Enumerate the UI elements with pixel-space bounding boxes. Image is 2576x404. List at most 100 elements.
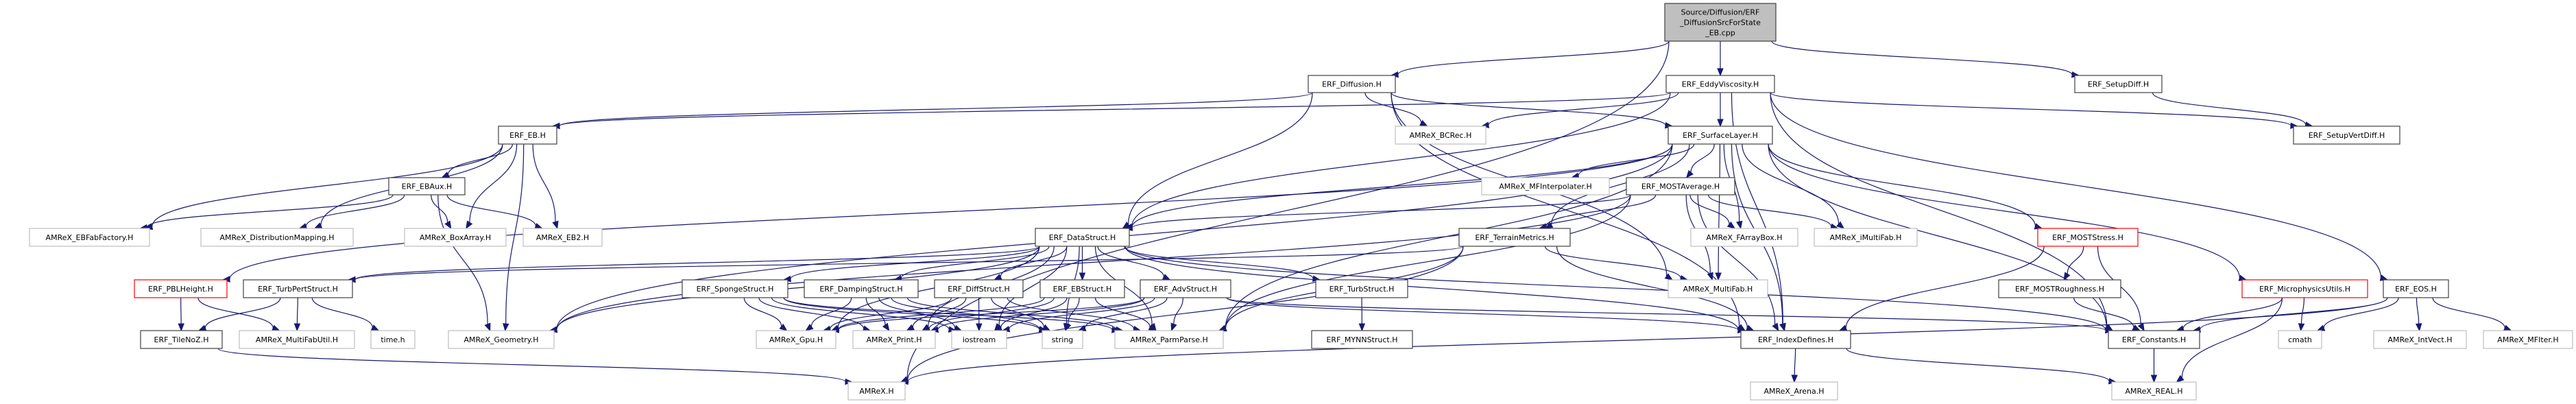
node-box: [2278, 330, 2322, 349]
arrowhead-icon: [1358, 323, 1366, 332]
node-erf-spongestruct-h[interactable]: ERF_SpongeStruct.H: [682, 279, 789, 298]
edge-line: [556, 194, 1631, 330]
edge-erf-setupdiff-h-to-erf-setupvertdiff-h: [2152, 92, 2313, 128]
edge-line: [505, 143, 525, 324]
edge-line: [937, 297, 1145, 330]
node-erf-surfacelayer-h[interactable]: ERF_SurfaceLayer.H: [1668, 126, 1773, 145]
node-box: [1035, 228, 1130, 247]
edge-erf-eddyviscosity-h-to-erf-surfacelayer-h: [1717, 92, 1724, 128]
edge-erf-terrainmetrics-h-to-erf-turbpertstruct-h: [347, 246, 1464, 283]
arrowhead-icon: [1544, 222, 1554, 229]
edge-line: [2323, 297, 2399, 329]
node-box: [852, 330, 936, 349]
node-erf-diffusion-h[interactable]: ERF_Diffusion.H: [1308, 75, 1396, 93]
node-erf-constants-h[interactable]: ERF_Constants.H: [2108, 330, 2200, 349]
node-amrex-boxarray-h: AMReX_BoxArray.H: [404, 228, 507, 247]
node-label: AMReX_MFIter.H: [2497, 335, 2558, 344]
node-erf-moststress-h[interactable]: ERF_MOSTStress.H: [2037, 228, 2139, 247]
edge-line: [559, 92, 1671, 127]
arrowhead-icon: [1736, 220, 1743, 230]
node-box: [1395, 126, 1486, 145]
edge-erf-eddyviscosity-h-to-erf-eb-h: [551, 92, 1671, 130]
node-amrex-mfiter-h: AMReX_MFIter.H: [2483, 330, 2573, 349]
edge-line: [906, 40, 1670, 379]
node-erf-diffstruct-h[interactable]: ERF_DiffStruct.H: [934, 279, 1024, 298]
edge-line: [1707, 194, 1832, 227]
edge-line: [1084, 297, 1168, 329]
node-erf-pblheight-h[interactable]: ERF_PBLHeight.H: [134, 279, 228, 298]
node-box: [756, 330, 836, 349]
node-box: [448, 330, 555, 349]
node-erf-setupdiff-h[interactable]: ERF_SetupDiff.H: [2074, 75, 2163, 93]
node-label: ERF_DiffStruct.H: [948, 285, 1009, 294]
node-erf-eos-h[interactable]: ERF_EOS.H: [2383, 279, 2449, 298]
node-amrex-imultifab-h: AMReX_iMultiFab.H: [1814, 228, 1918, 247]
node-amrex-geometry-h: AMReX_Geometry.H: [448, 330, 555, 349]
edge-line: [2073, 297, 2134, 328]
node-iostream: iostream: [951, 330, 1007, 349]
arrowhead-icon: [444, 220, 452, 230]
edge-line: [830, 297, 952, 329]
node-erf-datastruct-h[interactable]: ERF_DataStruct.H: [1035, 228, 1130, 247]
node-label: ERF_AdvStruct.H: [1154, 285, 1217, 294]
node-box: [1740, 330, 1851, 349]
edge-line: [311, 297, 373, 328]
node-erf-turbstruct-h[interactable]: ERF_TurbStruct.H: [1315, 279, 1408, 298]
node-label: ERF_EOS.H: [2395, 285, 2437, 294]
node-erf-eddyviscosity-h[interactable]: ERF_EddyViscosity.H: [1665, 75, 1775, 93]
arrowhead-icon: [2298, 323, 2305, 332]
node-erf-indexdefines-h[interactable]: ERF_IndexDefines.H: [1740, 330, 1851, 349]
node-erf-microphysicsutils-h[interactable]: ERF_MicrophysicsUtils.H: [2241, 279, 2368, 298]
edge-line: [1768, 143, 2036, 227]
edge-erf-eb-h-to-amrex-geometry-h: [503, 143, 525, 332]
edge-line: [783, 297, 1040, 331]
node-erf-mostroughness-h[interactable]: ERF_MOSTRoughness.H: [1998, 279, 2121, 298]
edge-erf-microphysicsutils-h-to-erf-constants-h: [2176, 297, 2283, 332]
node-label: _DiffusionSrcForState: [1679, 19, 1761, 27]
node-erf-ebaux-h[interactable]: ERF_EBAux.H: [388, 177, 466, 195]
node-box: [522, 228, 603, 247]
node-box: [2383, 279, 2449, 298]
node-cmath: cmath: [2278, 330, 2322, 349]
node-erf-dampingstruct-h[interactable]: ERF_DampingStruct.H: [804, 279, 919, 298]
node-box: [243, 279, 353, 298]
edge-line: [907, 297, 2388, 382]
node-erf-ebstruct-h[interactable]: ERF_EBStruct.H: [1039, 279, 1125, 298]
node-erf-setupvertdiff-h[interactable]: ERF_SetupVertDiff.H: [2293, 126, 2400, 145]
node-box: [1458, 228, 1571, 247]
arrowhead-icon: [953, 324, 963, 331]
arrowhead-icon: [906, 324, 915, 331]
node-erf-advstruct-h[interactable]: ERF_AdvStruct.H: [1140, 279, 1231, 298]
node-label: ERF_MOSTRoughness.H: [2015, 285, 2104, 294]
edge-erf-mostaverage-h-to-amrex-farraybox-h: [1689, 194, 1736, 229]
node-erf-mynnstruct-h[interactable]: ERF_MYNNStruct.H: [1311, 330, 1413, 349]
edge-line: [229, 143, 1673, 280]
arrowhead-icon: [534, 223, 544, 229]
node-amrex-multifabutil-h: AMReX_MultiFabUtil.H: [239, 330, 355, 349]
edge-erf-surfacelayer-h-to-erf-pblheight-h: [221, 143, 1673, 283]
edge-erf-mostaverage-h-to-erf-indexdefines-h: [1697, 194, 1779, 332]
arrowhead-icon: [197, 324, 207, 331]
arrowhead-icon: [178, 323, 184, 332]
arrowhead-icon: [1717, 68, 1724, 77]
edge-line: [2182, 297, 2283, 329]
node-erf-terrainmetrics-h[interactable]: ERF_TerrainMetrics.H: [1458, 228, 1571, 247]
node-amrex-ebfabfactory-h: AMReX_EBFabFactory.H: [29, 228, 150, 247]
node-box: [404, 228, 507, 247]
node-label: ERF_SpongeStruct.H: [697, 285, 774, 294]
edge-line: [1009, 297, 1155, 330]
edge-line: [1545, 194, 1657, 227]
node-label: ERF_MYNNStruct.H: [1326, 335, 1397, 344]
node-erf-eb-h[interactable]: ERF_EB.H: [498, 126, 557, 145]
edge-line: [447, 143, 514, 175]
node-erf-mostaverage-h[interactable]: ERF_MOSTAverage.H: [1626, 177, 1735, 195]
node-box: [2108, 330, 2200, 349]
edge-erf-surfacelayer-h-to-erf-mostaverage-h: [1685, 143, 1715, 179]
edge-erf-constants-h-to-amrex-real-h: [2150, 348, 2158, 383]
node-erf-turbpertstruct-h[interactable]: ERF_TurbPertStruct.H: [243, 279, 353, 298]
node-label: ERF_PBLHeight.H: [148, 285, 213, 294]
node-erf-tilenoz-h[interactable]: ERF_TileNoZ.H: [140, 330, 223, 349]
node-box: [1315, 279, 1408, 298]
arrowhead-icon: [503, 323, 509, 332]
